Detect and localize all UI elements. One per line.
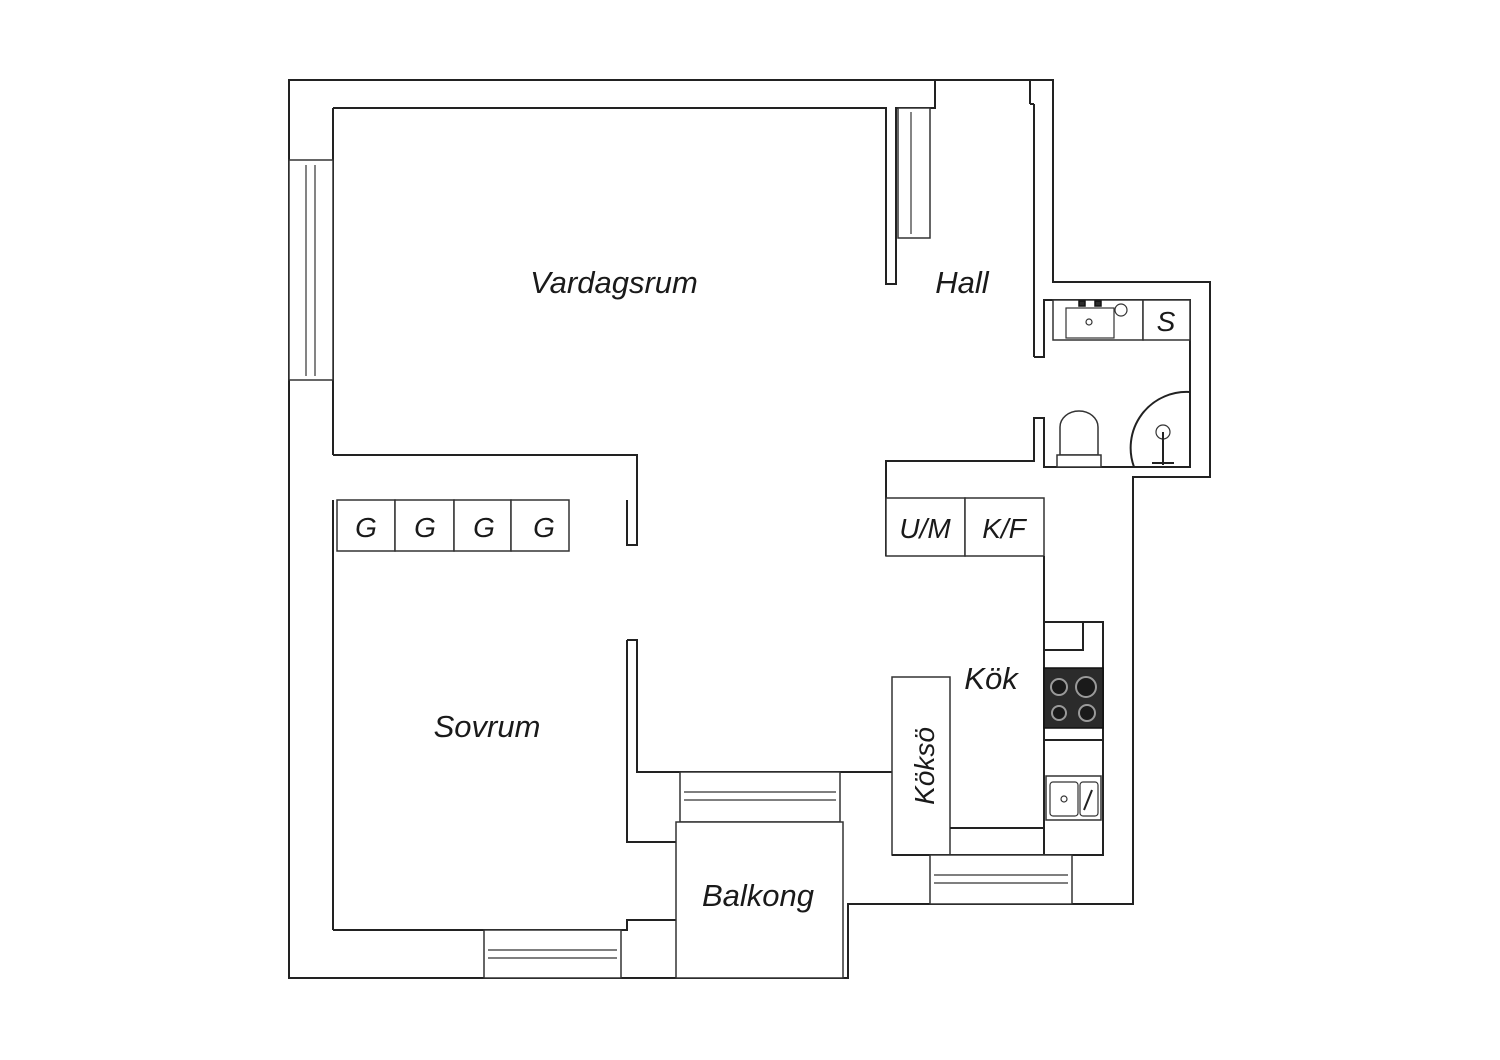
wardrobe-label-4: G	[533, 512, 555, 543]
kf-label: K/F	[982, 513, 1027, 544]
drain-icon	[1060, 795, 1068, 803]
room-label-sovrum: Sovrum	[434, 709, 541, 744]
burner-icon	[1078, 704, 1096, 722]
window-bedroom	[483, 929, 622, 979]
sink-basin-small	[1079, 781, 1099, 817]
window-west-frame	[288, 159, 334, 381]
wardrobe-row: G G G G	[336, 499, 570, 552]
shower-box	[1142, 299, 1191, 341]
kitchen-island: Köksö	[891, 676, 1044, 856]
tap-handle-icon	[1078, 300, 1086, 307]
wardrobe-3	[453, 499, 512, 552]
burner-icon	[1075, 676, 1097, 698]
wardrobe-label-3: G	[473, 512, 495, 543]
wardrobe-label-1: G	[355, 512, 377, 543]
kitchen-cabinets: U/M K/F	[885, 497, 1045, 557]
washbasin-icon	[1065, 307, 1115, 339]
drain-icon	[1085, 318, 1093, 326]
hall-closet-box	[897, 107, 931, 239]
faucet-icon	[1083, 789, 1093, 811]
room-label-kok: Kök	[964, 661, 1019, 696]
hall-closet	[897, 107, 931, 239]
window-balcony-door	[679, 771, 841, 823]
room-label-vardagsrum: Vardagsrum	[530, 265, 698, 300]
inner-wall-line	[333, 80, 936, 285]
window-kitchen-frame	[929, 854, 1073, 905]
wardrobe-2	[394, 499, 455, 552]
toilet-tank	[1056, 454, 1102, 468]
room-label-balkong: Balkong	[702, 878, 814, 913]
window-bedroom-frame	[483, 929, 622, 979]
island-counter	[891, 676, 951, 856]
wardrobe-label-2: G	[414, 512, 436, 543]
window-kitchen	[929, 854, 1073, 905]
burner-icon	[1051, 705, 1067, 721]
kitchen-counter	[1043, 556, 1104, 856]
window-west	[288, 159, 334, 381]
toilet-icon	[1059, 410, 1099, 456]
island-label: Köksö	[909, 727, 940, 805]
balcony-door-frame	[679, 771, 841, 823]
living-south-wall	[333, 454, 638, 546]
wardrobe-4	[510, 499, 570, 552]
sink-basin	[1049, 781, 1079, 817]
burner-icon	[1050, 678, 1068, 696]
um-label: U/M	[899, 513, 951, 544]
room-label-hall: Hall	[935, 265, 990, 300]
wardrobe-1	[336, 499, 396, 552]
tap-icon	[1114, 303, 1128, 317]
stove	[1043, 667, 1104, 729]
sink	[1045, 775, 1102, 821]
kf-cabinet	[964, 497, 1045, 557]
bathroom: S	[1052, 299, 1191, 468]
balcony	[675, 821, 844, 979]
bedroom-south-wall	[333, 919, 676, 931]
tap-handle-icon	[1094, 300, 1102, 307]
exterior-walls	[288, 79, 1211, 979]
outer-wall-outline	[288, 79, 1211, 979]
shower-label: S	[1157, 306, 1176, 337]
um-cabinet	[885, 497, 966, 557]
shower-arc	[1129, 390, 1191, 468]
bedroom-east-wall-lower	[626, 640, 676, 843]
